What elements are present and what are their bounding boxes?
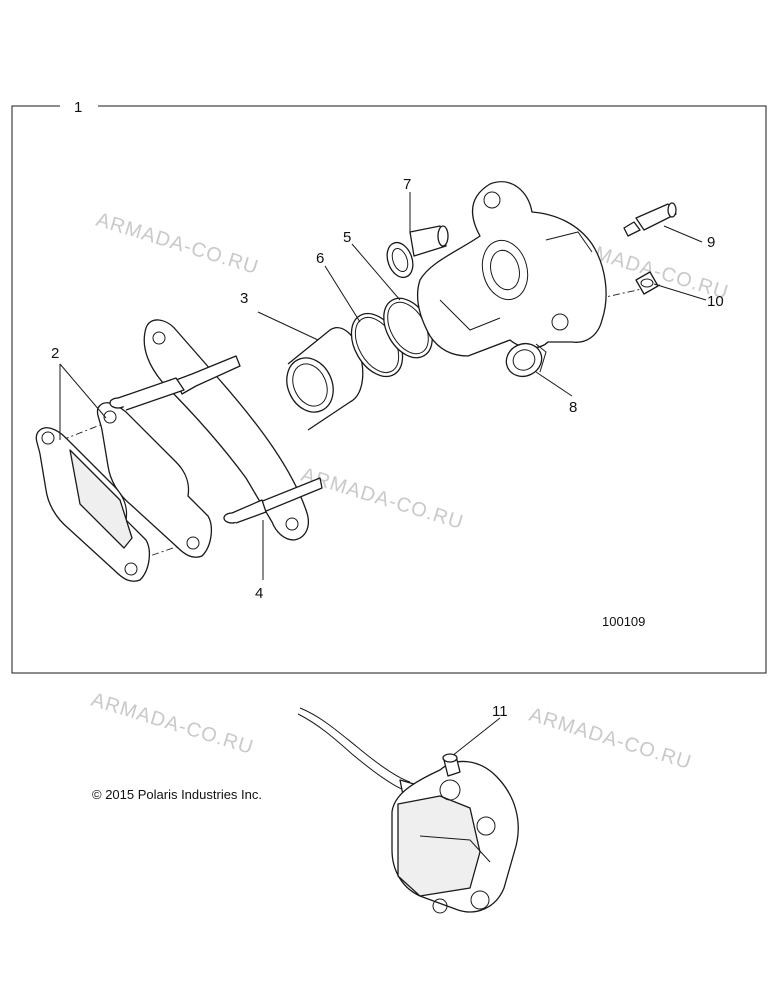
callout-numbers: 2 3 4 5 6 7 8 9 10 11	[51, 176, 724, 720]
assembly-frame: 1	[11, 99, 767, 674]
brake-pads	[35, 402, 213, 582]
callout-11: 11	[492, 703, 508, 720]
callout-1: 1	[74, 99, 82, 116]
assembled-caliper	[297, 707, 519, 914]
piston	[286, 327, 364, 431]
figure-number: 100109	[602, 614, 645, 629]
callout-9: 9	[707, 234, 715, 251]
callout-3: 3	[240, 290, 248, 307]
callout-10: 10	[707, 293, 724, 310]
callout-4: 4	[255, 585, 263, 602]
callout-8: 8	[569, 399, 577, 416]
leader-lines	[59, 192, 707, 757]
watermark-4: ARMADA-CO.RU	[89, 689, 257, 759]
caliper-bracket	[109, 319, 323, 541]
watermark-1: ARMADA-CO.RU	[94, 209, 262, 279]
bleeder-cap-10	[635, 271, 659, 295]
watermark-5: ARMADA-CO.RU	[527, 704, 695, 774]
bleeder-screw-9	[623, 202, 677, 237]
copyright-text: © 2015 Polaris Industries Inc.	[92, 787, 262, 802]
callout-6: 6	[316, 250, 324, 267]
callout-7: 7	[403, 176, 411, 193]
callout-5: 5	[343, 229, 351, 246]
watermark-3: ARMADA-CO.RU	[299, 464, 467, 534]
callout-2: 2	[51, 345, 59, 362]
caliper-housing	[416, 181, 607, 357]
slide-pin-boot-7	[386, 225, 449, 279]
boot-8	[505, 342, 547, 378]
